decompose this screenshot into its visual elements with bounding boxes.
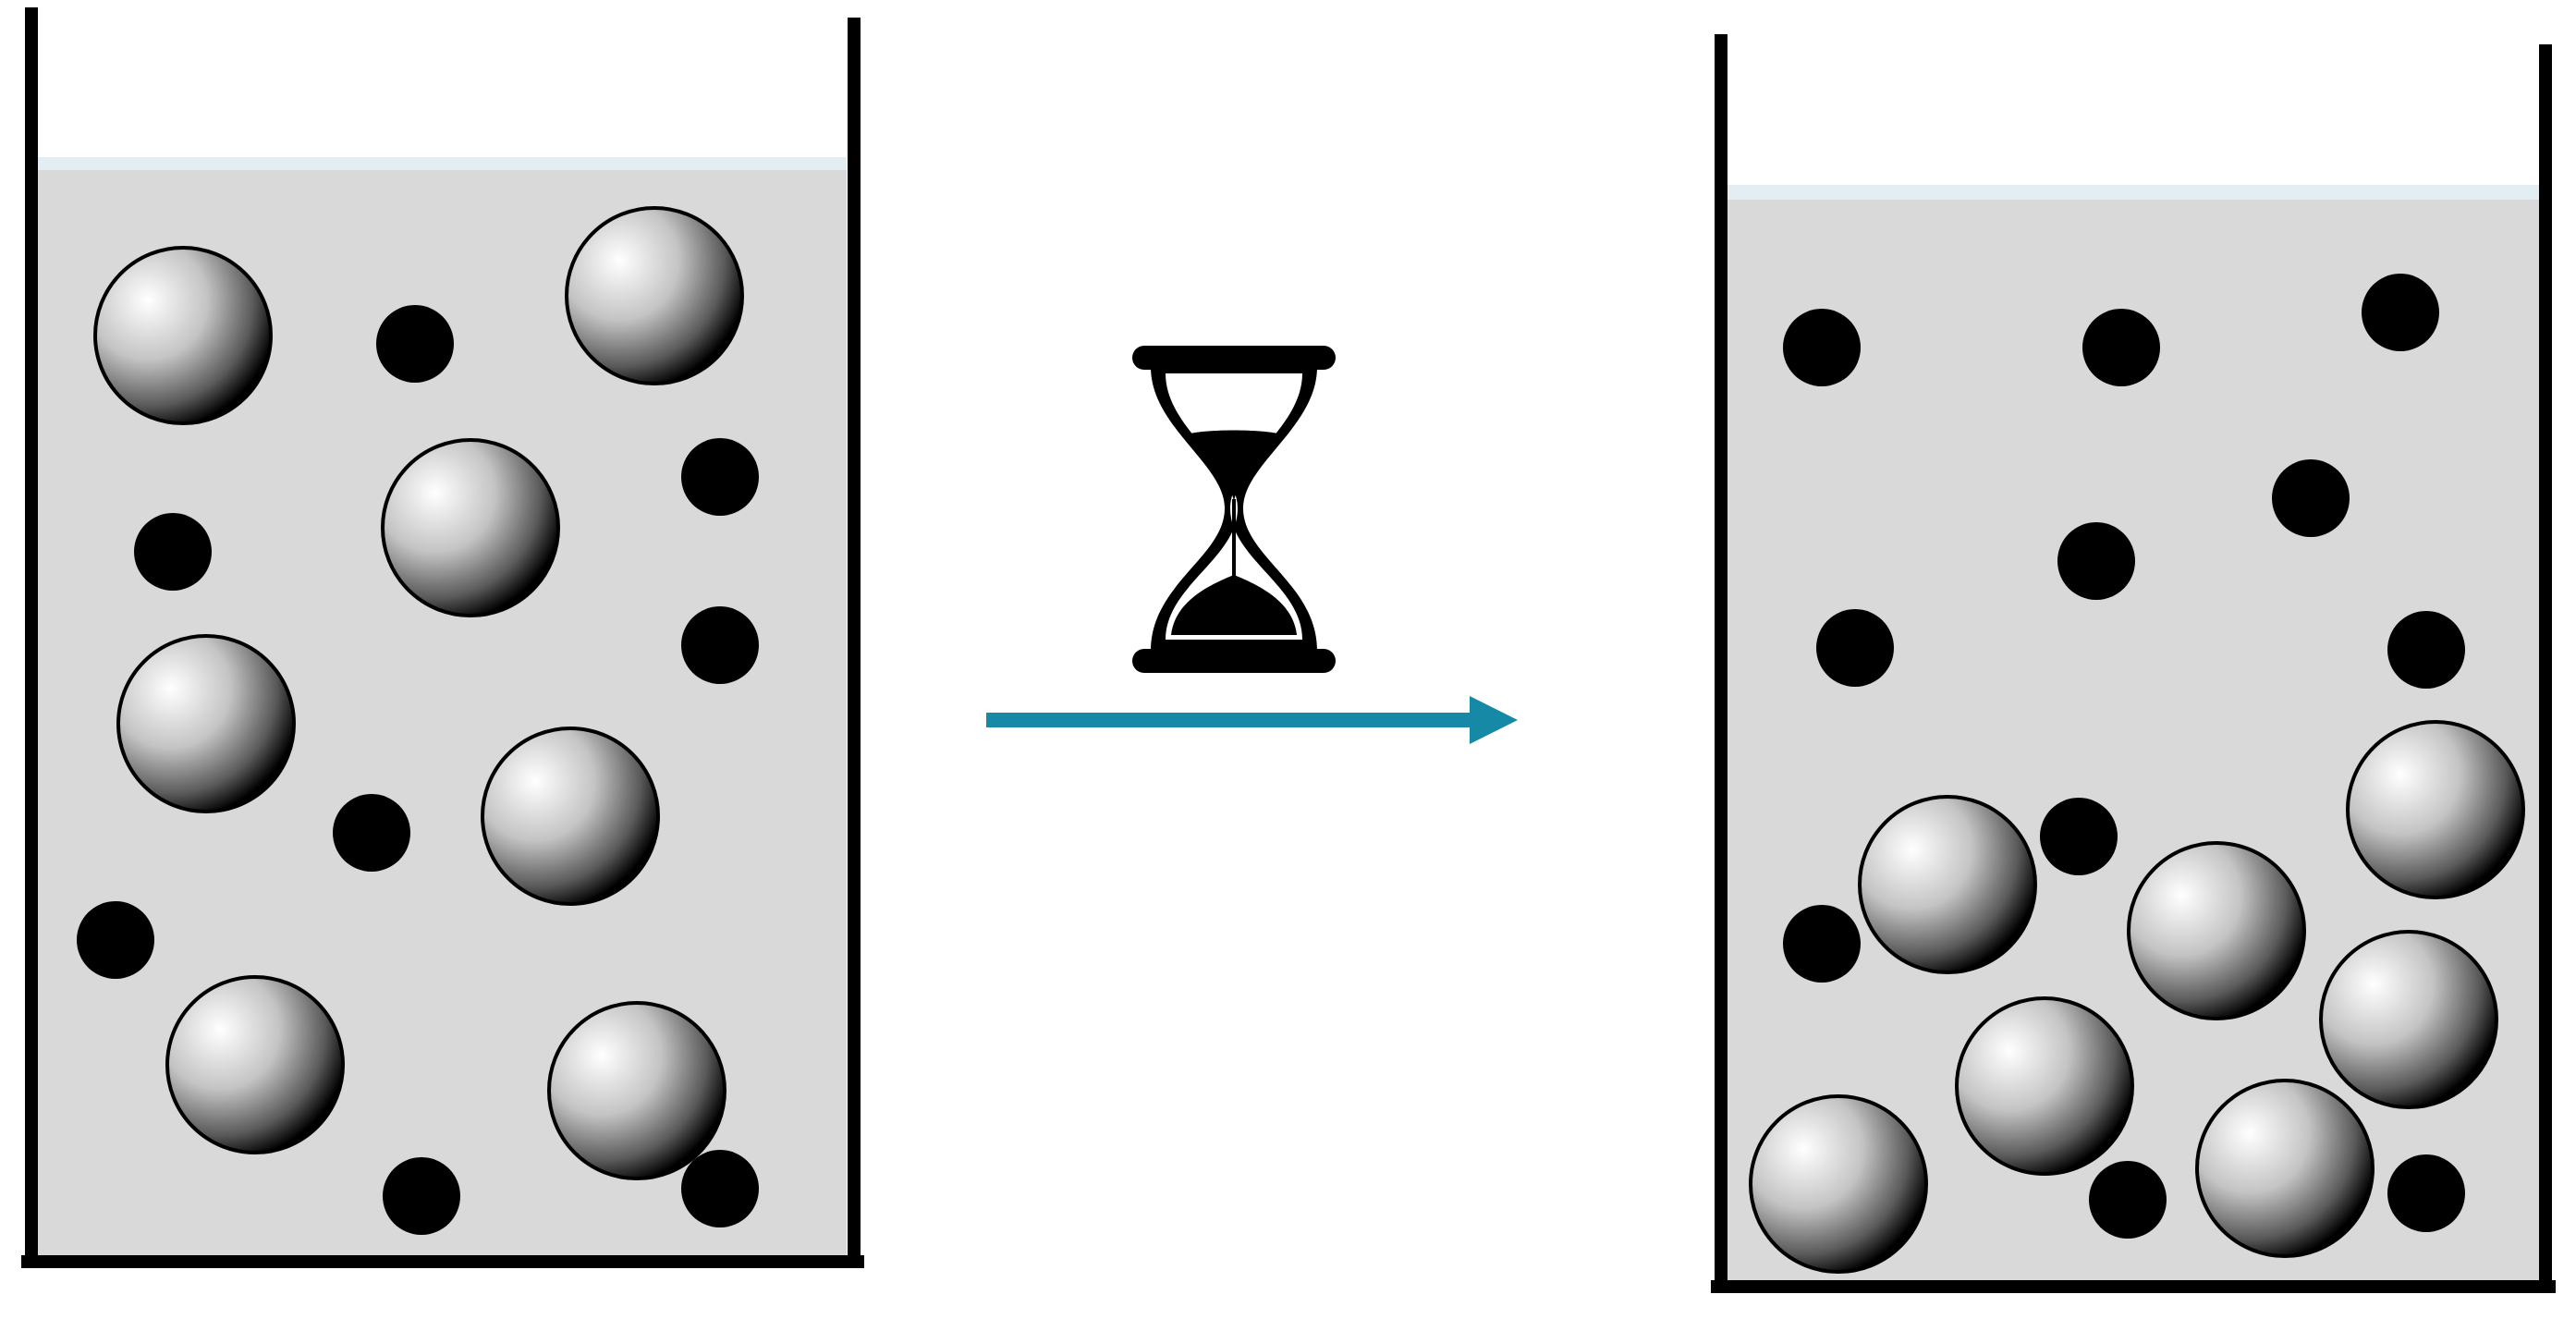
large-sphere <box>1749 1094 1928 1274</box>
arrow-head <box>1470 696 1518 744</box>
small-particle <box>1783 905 1861 983</box>
large-sphere <box>93 246 273 425</box>
small-particle <box>681 438 759 516</box>
container-before <box>21 7 864 1268</box>
liquid-surface-before <box>31 157 847 170</box>
large-sphere <box>381 438 560 617</box>
large-sphere <box>481 727 660 906</box>
small-particle <box>134 513 212 591</box>
particles-after <box>1749 274 2525 1274</box>
hourglass-icon <box>1132 346 1336 673</box>
small-particle <box>2082 309 2160 386</box>
small-particle <box>2387 611 2465 689</box>
liquid-surface-after <box>1721 185 2544 200</box>
large-sphere <box>2195 1079 2375 1258</box>
large-sphere <box>565 206 744 385</box>
hourglass-top-cap <box>1132 346 1336 370</box>
particles-before <box>77 206 759 1235</box>
large-sphere <box>116 634 296 813</box>
small-particle <box>2272 459 2350 537</box>
small-particle <box>1816 609 1894 687</box>
small-particle <box>77 901 154 979</box>
small-particle <box>333 794 410 872</box>
small-particle <box>681 606 759 684</box>
small-particle <box>2387 1154 2465 1232</box>
hourglass-sand-bottom <box>1171 575 1297 635</box>
small-particle <box>2089 1161 2167 1239</box>
small-particle <box>2362 274 2439 351</box>
small-particle <box>1783 309 1861 386</box>
container-walls-before <box>21 7 864 1268</box>
large-sphere <box>1955 996 2134 1176</box>
hourglass-sand-stream <box>1232 499 1236 577</box>
small-particle <box>376 305 454 383</box>
large-sphere <box>547 1001 726 1180</box>
hourglass-bottom-cap <box>1132 649 1336 673</box>
large-sphere <box>1858 795 2037 974</box>
small-particle <box>383 1157 460 1235</box>
large-sphere <box>165 975 345 1154</box>
large-sphere <box>2319 930 2498 1109</box>
arrow-right-icon <box>986 696 1518 744</box>
small-particle <box>2057 522 2135 600</box>
small-particle <box>2040 798 2118 875</box>
small-particle <box>681 1150 759 1227</box>
large-sphere <box>2127 841 2306 1020</box>
large-sphere <box>2346 720 2525 899</box>
hourglass-sand-top <box>1186 430 1282 501</box>
container-after <box>1711 34 2556 1293</box>
container-walls-after <box>1711 34 2556 1293</box>
